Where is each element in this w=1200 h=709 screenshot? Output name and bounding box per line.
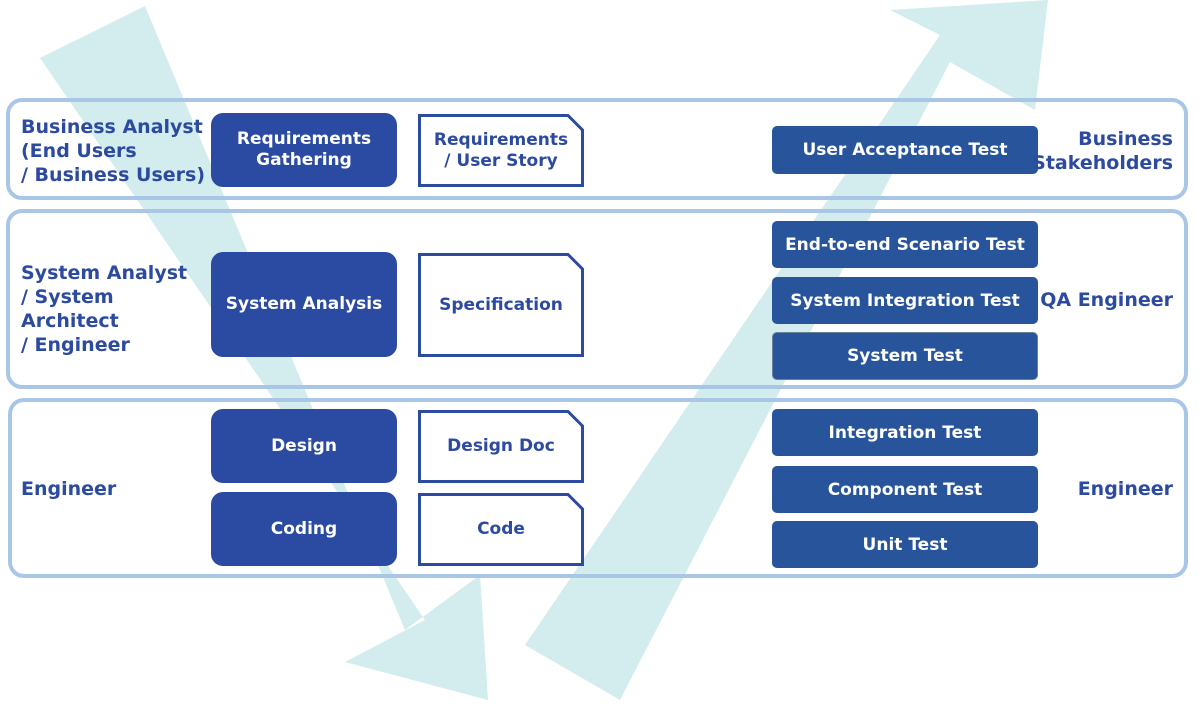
business-role-left: Business Analyst (End Users / Business U… (21, 116, 206, 186)
business-role-right: Business Stakeholders (1032, 128, 1173, 174)
code-document: Code (418, 493, 584, 566)
system-band (6, 209, 1188, 389)
document-shape (418, 114, 584, 187)
engineering-role-right: Engineer (1077, 478, 1173, 500)
coding-process: Coding (211, 492, 397, 566)
system-role-right: QA Engineer (1040, 289, 1173, 311)
integration-test: Integration Test (772, 409, 1038, 456)
document-label: Code (477, 519, 525, 539)
design-doc-document: Design Doc (418, 410, 584, 483)
business-band (6, 98, 1188, 200)
document-shape (418, 253, 584, 357)
specification-document: Specification (418, 253, 584, 357)
user-acceptance-test: User Acceptance Test (772, 126, 1038, 174)
unit-test: Unit Test (772, 521, 1038, 568)
requirements-document: Requirements / User Story (418, 114, 584, 187)
system-analysis-process: System Analysis (211, 252, 397, 357)
document-shape (418, 410, 584, 483)
document-label: Design Doc (447, 436, 555, 456)
requirements-gathering-process: Requirements Gathering (211, 113, 397, 187)
document-label: Specification (439, 294, 563, 315)
document-label: Requirements / User Story (433, 129, 569, 171)
engineering-band (8, 398, 1188, 578)
design-process: Design (211, 409, 397, 483)
system-test: System Test (772, 332, 1038, 380)
engineering-role-left: Engineer (21, 478, 117, 500)
system-integration-test: System Integration Test (772, 277, 1038, 324)
component-test: Component Test (772, 466, 1038, 513)
document-shape (418, 493, 584, 566)
system-role-left: System Analyst / System Architect / Engi… (21, 262, 188, 356)
end-to-end-scenario-test: End-to-end Scenario Test (772, 221, 1038, 268)
